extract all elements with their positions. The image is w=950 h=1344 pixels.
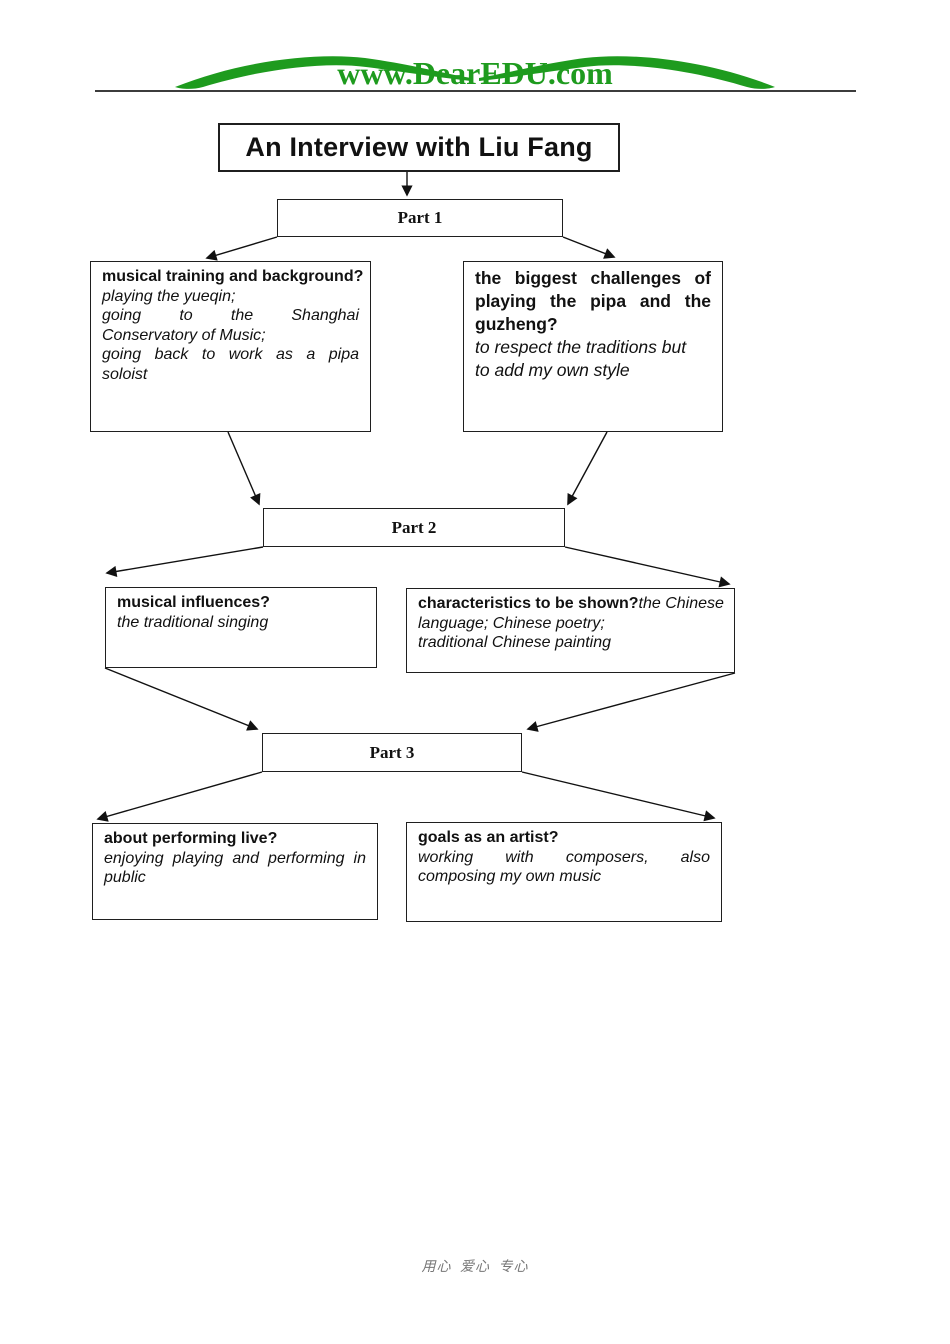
dearedu-logo: www.DearEDU.com	[165, 46, 785, 98]
box-line: to add my own style	[475, 360, 630, 380]
part3-box: Part 3	[262, 733, 522, 772]
part3-label: Part 3	[369, 742, 415, 762]
arrow-right1-to-part2	[567, 431, 608, 506]
box-heading: musical influences?	[117, 594, 270, 611]
arrow-left1-to-part2	[227, 431, 261, 506]
box-musical-influences: musical influences? the traditional sing…	[105, 587, 377, 668]
box-goals-artist: goals as an artist? working with compose…	[406, 822, 722, 922]
part2-label: Part 2	[391, 517, 437, 537]
title-box: An Interview with Liu Fang	[218, 123, 620, 172]
box-heading: playing the pipa and the	[475, 291, 711, 311]
header-rule	[95, 90, 856, 92]
arrow-part2-to-left	[105, 546, 264, 577]
box-musical-training: musical training and background? playing…	[90, 261, 371, 432]
box-line: the traditional singing	[117, 613, 269, 631]
box-line: soloist	[102, 365, 148, 383]
box-line: composing my own music	[418, 868, 602, 885]
arrow-part3-to-left	[96, 771, 263, 822]
box-heading-line: characteristics to be shown? the Chinese	[418, 594, 724, 614]
box-characteristics: characteristics to be shown? the Chinese…	[406, 588, 735, 673]
box-heading: goals as an artist?	[418, 829, 559, 846]
box-heading: musical training and background?	[102, 268, 364, 285]
box-line: Conservatory of Music;	[102, 326, 266, 344]
footer-motto: 用心 爱心 专心	[421, 1260, 529, 1275]
box-performing-live: about performing live? enjoying playing …	[92, 823, 378, 920]
part1-label: Part 1	[397, 208, 443, 227]
box-biggest-challenges: the biggest challenges of playing the pi…	[463, 261, 723, 432]
logo-text: www.DearEDU.com	[337, 55, 613, 91]
part2-box: Part 2	[263, 508, 565, 547]
box-heading: about performing live?	[104, 830, 278, 847]
part1-box: Part 1	[277, 199, 563, 237]
arrow-part3-to-right	[521, 771, 716, 822]
box-heading: characteristics to be shown?	[418, 595, 639, 612]
box-line: public	[104, 869, 146, 886]
page-title: An Interview with Liu Fang	[245, 132, 593, 162]
box-line: the Chinese	[638, 595, 724, 612]
box-heading: the biggest challenges of	[475, 268, 711, 288]
arrow-right2-to-part3	[526, 672, 736, 732]
arrow-part1-to-right	[562, 236, 616, 259]
box-line: working with composers, also	[418, 848, 710, 866]
box-line: language; Chinese poetry;	[418, 614, 605, 632]
logo-graphic: www.DearEDU.com	[175, 55, 775, 91]
box-line: going back to work as a pipa	[102, 346, 359, 363]
box-line: going to the Shanghai	[102, 307, 359, 324]
box-heading: guzheng?	[475, 314, 558, 334]
box-line: enjoying playing and performing in	[104, 849, 366, 867]
arrow-left2-to-part3	[104, 667, 259, 731]
arrow-part2-to-right	[564, 546, 731, 588]
arrow-part1-to-left	[205, 236, 278, 261]
box-line: playing the yueqin;	[102, 287, 236, 305]
box-line: traditional Chinese painting	[418, 634, 612, 651]
box-line: to respect the traditions but	[475, 337, 687, 357]
